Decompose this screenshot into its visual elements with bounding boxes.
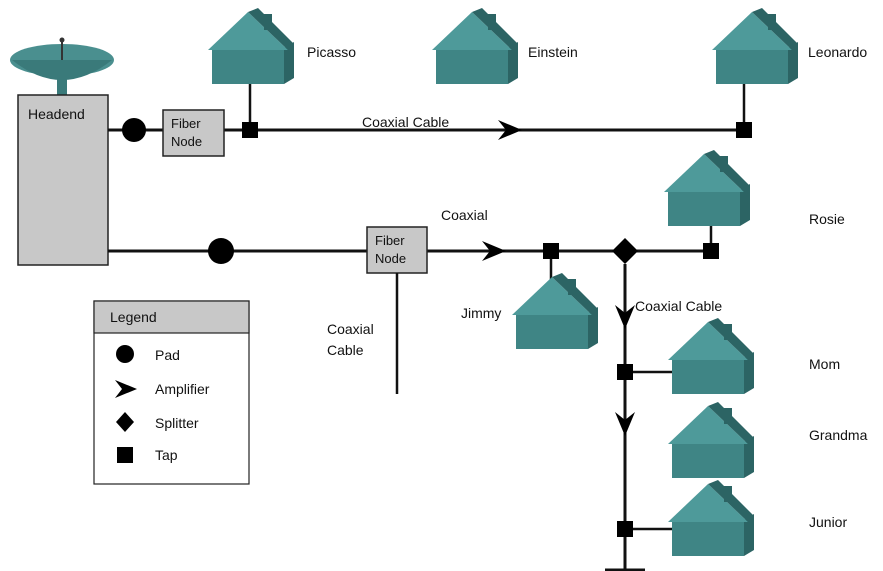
amplifier-lower bbox=[482, 241, 506, 261]
house-icon-picasso bbox=[208, 8, 294, 84]
house-icon-mom bbox=[668, 318, 754, 394]
fiber-node-1-label-line1: Fiber bbox=[171, 116, 201, 131]
tap-jimmy bbox=[543, 243, 559, 259]
tap-rosie bbox=[703, 243, 719, 259]
amplifier-vertical-2 bbox=[615, 412, 635, 436]
vertical-feeder-cable-label: Coaxial Cable bbox=[635, 298, 723, 314]
houses-layer bbox=[208, 8, 798, 556]
pad-1 bbox=[122, 118, 146, 142]
top-trunk-cable-label: Coaxial Cable bbox=[362, 114, 450, 130]
satellite-dish-icon bbox=[10, 37, 114, 96]
fiber-node-1-label-line2: Node bbox=[171, 134, 203, 149]
tap-junior bbox=[617, 521, 633, 537]
house-label-jimmy: Jimmy bbox=[461, 305, 502, 321]
house-icon-jimmy bbox=[512, 273, 598, 349]
amplifier-top bbox=[498, 120, 522, 140]
fiber-node-2-label-line2: Node bbox=[375, 251, 407, 266]
tap-mom bbox=[617, 364, 633, 380]
house-icon-rosie bbox=[664, 150, 750, 226]
branch-stub-cable-label-line1: Coaxial bbox=[327, 321, 374, 337]
house-label-einstein: Einstein bbox=[528, 44, 578, 60]
amplifier-vertical-1 bbox=[615, 305, 635, 329]
fiber-node-2-label-line1: Fiber bbox=[375, 233, 405, 248]
lower-trunk-cable-label: Coaxial bbox=[441, 207, 488, 223]
house-label-picasso: Picasso bbox=[307, 44, 357, 60]
splitter bbox=[612, 238, 638, 264]
legend-item-tap-label: Tap bbox=[155, 447, 178, 463]
house-label-mom: Mom bbox=[809, 356, 841, 372]
headend-label: Headend bbox=[28, 106, 85, 122]
legend-item-splitter-label: Splitter bbox=[155, 415, 199, 431]
house-label-leonardo: Leonardo bbox=[808, 44, 868, 60]
fiber-node-1-box bbox=[162, 109, 225, 157]
house-icon-leonardo bbox=[712, 8, 798, 84]
house-label-grandma: Grandma bbox=[809, 427, 868, 443]
legend-item-pad-label: Pad bbox=[155, 347, 180, 363]
legend-amplifier-symbol bbox=[115, 380, 137, 398]
house-label-rosie: Rosie bbox=[809, 211, 845, 227]
branch-stub-cable-label-line2: Cable bbox=[327, 342, 364, 358]
tap-picasso bbox=[242, 122, 258, 138]
house-label-junior: Junior bbox=[809, 514, 848, 530]
house-icon-einstein bbox=[432, 8, 518, 84]
legend-title: Legend bbox=[110, 309, 157, 325]
fiber-node-2-box bbox=[366, 226, 428, 274]
legend-box bbox=[93, 300, 250, 485]
pad-2 bbox=[208, 238, 234, 264]
house-icon-junior bbox=[668, 480, 754, 556]
legend-splitter-symbol bbox=[116, 412, 134, 432]
headend-box bbox=[17, 94, 109, 266]
legend-pad-symbol bbox=[116, 345, 134, 363]
tap-leonardo bbox=[736, 122, 752, 138]
legend-item-amplifier-label: Amplifier bbox=[155, 381, 210, 397]
legend-tap-symbol bbox=[117, 447, 133, 463]
house-icon-grandma bbox=[668, 402, 754, 478]
